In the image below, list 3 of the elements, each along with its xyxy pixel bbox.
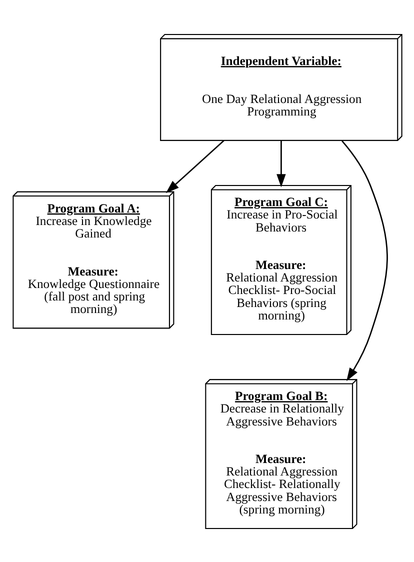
arrow <box>276 140 286 187</box>
arrow <box>341 140 388 381</box>
arrow <box>165 140 224 193</box>
